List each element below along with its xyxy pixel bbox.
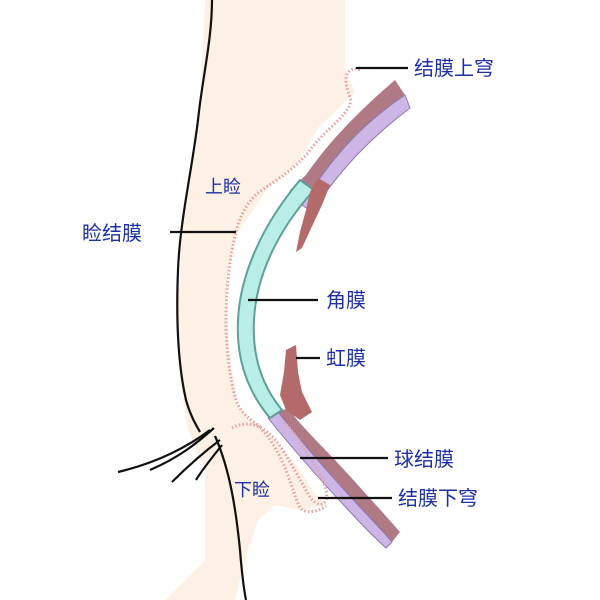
upper-eyelash [117,429,211,474]
sclera-inner-layer-lower [267,411,393,549]
label-palpebral-conjunctiva: 睑结膜 [82,221,142,245]
label-upper-eyelid: 上睑 [205,177,241,198]
label-iris: 虹膜 [326,346,366,370]
label-lower-eyelid: 下睑 [234,480,270,501]
label-upper-fornix: 结膜上穹 [414,56,494,80]
sclera-outer-layer-lower [278,408,400,542]
lower-eyelash-2 [195,444,223,481]
lower-eyelid-outline [213,435,248,600]
upper-eyelash-2 [149,427,215,472]
label-bulbar-conjunctiva: 球结膜 [394,447,454,471]
lower-fornix-loop [260,428,327,514]
lower-eyelash [171,439,221,483]
sclera-outer-layer [290,80,405,205]
eyelid-skin-outline [176,0,214,433]
eyelid-tissue [165,0,355,600]
lower-conjunctiva-outline [231,418,329,506]
label-cornea: 角膜 [326,288,366,312]
label-lower-fornix: 结膜下穹 [398,486,478,510]
iris-lower [280,345,312,420]
iris-upper [296,178,330,252]
